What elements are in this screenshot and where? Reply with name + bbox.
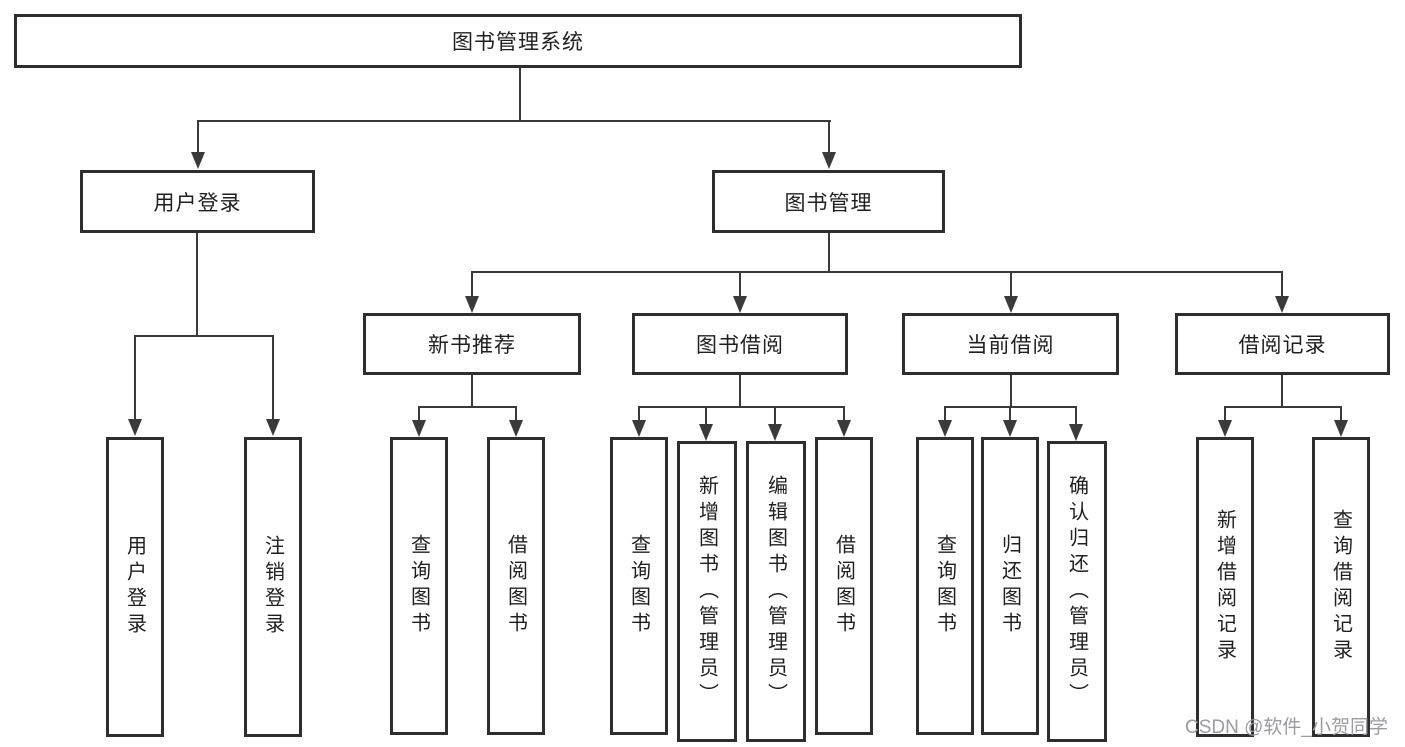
connector-line	[515, 406, 517, 421]
connector-line	[1010, 271, 1012, 297]
node-user-login: 用户登录	[80, 170, 315, 233]
node-borrow-records-label: 借阅记录	[1238, 334, 1327, 357]
leaf-records-query-label: 查询借阅记录	[1329, 509, 1352, 665]
arrowhead-icon	[733, 296, 747, 313]
node-user-login-label: 用户登录	[153, 191, 242, 215]
connector-line	[1010, 375, 1012, 407]
connector-line	[944, 406, 946, 421]
connector-line	[134, 335, 136, 420]
leaf-borrow-edit-admin-label: 编辑图书（管理员）	[764, 474, 787, 709]
arrowhead-icon	[266, 419, 280, 436]
connector-line	[197, 120, 199, 153]
connector-line	[1281, 375, 1283, 407]
arrowhead-icon	[1275, 296, 1289, 313]
connector-line	[828, 120, 830, 153]
connector-line	[828, 233, 830, 272]
leaf-current-return: 归还图书	[981, 437, 1039, 735]
arrowhead-icon	[191, 152, 205, 169]
connector-line	[1340, 406, 1342, 421]
leaf-user-login: 用户登录	[106, 437, 164, 737]
connector-line	[471, 271, 1282, 273]
leaf-borrow-edit-admin: 编辑图书（管理员）	[746, 441, 806, 742]
leaf-logout-label: 注销登录	[261, 535, 284, 639]
connector-line	[134, 335, 273, 337]
connector-line	[843, 406, 845, 421]
watermark: CSDN @软件_小贺同学	[1185, 717, 1388, 738]
leaf-current-confirm-admin: 确认归还（管理员）	[1047, 441, 1107, 742]
arrowhead-icon	[1069, 424, 1083, 441]
node-new-books-label: 新书推荐	[428, 334, 516, 357]
connector-line	[739, 271, 741, 297]
connector-line	[418, 406, 420, 421]
leaf-new-books-borrow-label: 借阅图书	[504, 534, 527, 638]
leaf-new-books-query: 查询图书	[390, 437, 448, 735]
connector-line	[418, 406, 517, 408]
arrowhead-icon	[822, 152, 836, 169]
arrowhead-icon	[509, 420, 523, 437]
arrowhead-icon	[1003, 420, 1017, 437]
leaf-borrow-query-label: 查询图书	[627, 534, 650, 638]
connector-line	[705, 406, 707, 425]
leaf-current-return-label: 归还图书	[998, 534, 1021, 638]
leaf-borrow-borrow-label: 借阅图书	[832, 534, 855, 638]
node-root: 图书管理系统	[14, 14, 1022, 68]
leaf-borrow-query: 查询图书	[610, 437, 668, 735]
node-book-borrow: 图书借阅	[632, 313, 848, 375]
arrowhead-icon	[1004, 296, 1018, 313]
connector-line	[1009, 406, 1011, 421]
leaf-new-books-query-label: 查询图书	[407, 534, 430, 638]
leaf-records-query: 查询借阅记录	[1312, 437, 1370, 737]
connector-line	[1281, 271, 1283, 297]
arrowhead-icon	[699, 424, 713, 441]
connector-line	[774, 406, 776, 425]
leaf-current-confirm-admin-label: 确认归还（管理员）	[1065, 474, 1088, 709]
leaf-records-add: 新增借阅记录	[1196, 437, 1254, 737]
leaf-borrow-borrow: 借阅图书	[815, 437, 873, 735]
arrowhead-icon	[768, 424, 782, 441]
node-borrow-records: 借阅记录	[1175, 313, 1390, 375]
arrowhead-icon	[465, 296, 479, 313]
leaf-borrow-add-admin: 新增图书（管理员）	[677, 441, 737, 742]
connector-line	[196, 233, 198, 336]
node-current-borrow-label: 当前借阅	[966, 334, 1055, 357]
node-book-mgmt-label: 图书管理	[784, 191, 873, 215]
connector-line	[471, 375, 473, 407]
connector-line	[638, 406, 640, 421]
connector-line	[1224, 406, 1226, 421]
leaf-current-query: 查询图书	[916, 437, 974, 735]
leaf-current-query-label: 查询图书	[933, 534, 956, 638]
connector-line	[1224, 406, 1342, 408]
node-current-borrow: 当前借阅	[902, 313, 1119, 375]
node-root-label: 图书管理系统	[452, 31, 584, 54]
connector-line	[272, 335, 274, 420]
arrowhead-icon	[128, 419, 142, 436]
node-new-books: 新书推荐	[363, 313, 581, 375]
arrowhead-icon	[1334, 420, 1348, 437]
connector-line	[739, 375, 741, 407]
connector-line	[638, 406, 845, 408]
connector-line	[197, 120, 831, 122]
arrowhead-icon	[837, 420, 851, 437]
connector-line	[519, 68, 521, 121]
arrowhead-icon	[1218, 420, 1232, 437]
leaf-logout: 注销登录	[244, 437, 302, 737]
leaf-user-login-label: 用户登录	[123, 535, 146, 639]
leaf-records-add-label: 新增借阅记录	[1213, 509, 1236, 665]
arrowhead-icon	[632, 420, 646, 437]
leaf-new-books-borrow: 借阅图书	[487, 437, 545, 735]
arrowhead-icon	[938, 420, 952, 437]
connector-line	[471, 271, 473, 297]
leaf-borrow-add-admin-label: 新增图书（管理员）	[695, 474, 718, 709]
arrowhead-icon	[412, 420, 426, 437]
connector-line	[1075, 406, 1077, 425]
node-book-mgmt: 图书管理	[712, 170, 945, 233]
node-book-borrow-label: 图书借阅	[696, 334, 784, 357]
